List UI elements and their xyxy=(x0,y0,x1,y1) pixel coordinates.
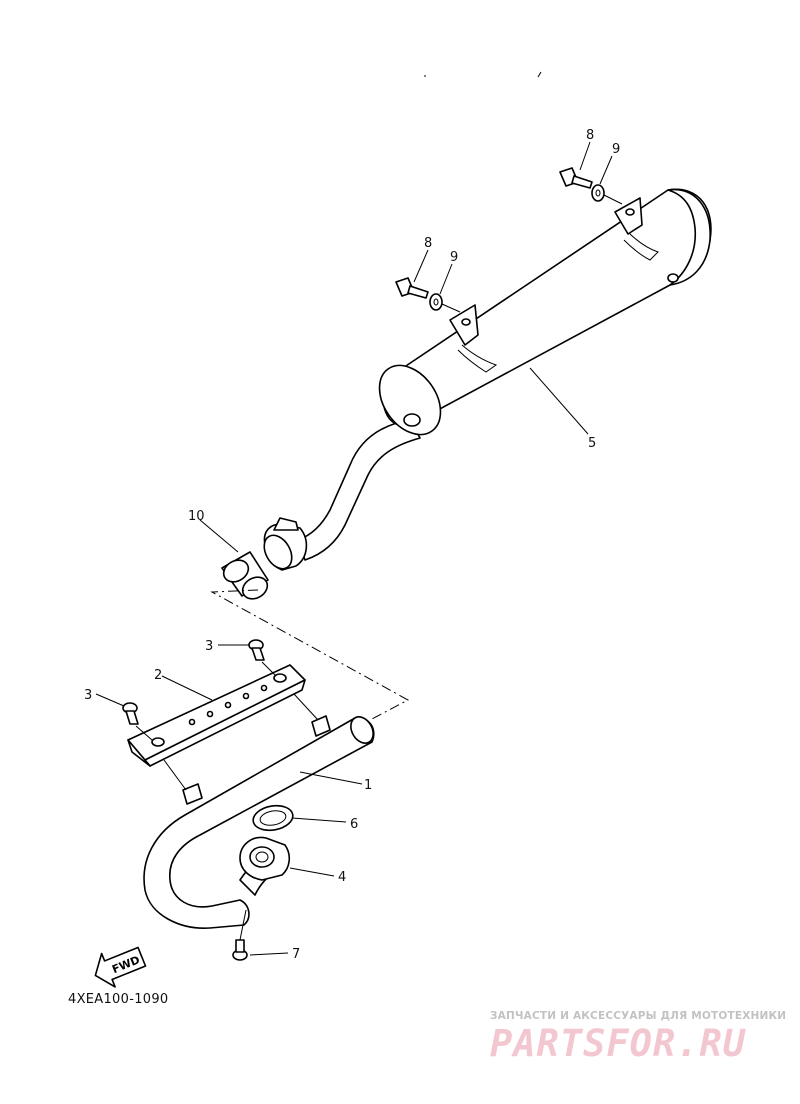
bolt-7-part[interactable] xyxy=(232,909,248,961)
callout-9-upper: 9 xyxy=(612,142,620,157)
callout-1: 1 xyxy=(364,778,372,793)
diagram-code: 4XEA100-1090 xyxy=(68,992,169,1007)
callout-8-upper: 8 xyxy=(586,128,594,143)
callout-5: 5 xyxy=(588,436,596,451)
callout-3-upper: 3 xyxy=(205,639,213,654)
callout-numbers: 8 9 8 9 5 10 3 2 3 1 6 4 7 xyxy=(84,128,620,962)
fastener-line-lower xyxy=(441,303,461,313)
bolt-8-lower[interactable] xyxy=(395,277,429,299)
gasket-sleeve-part[interactable] xyxy=(220,551,272,603)
heat-protector-part[interactable] xyxy=(127,664,306,767)
watermark-logo: PARTSFOR.RU xyxy=(490,1022,747,1065)
screw-3-upper[interactable] xyxy=(248,639,265,661)
assembly-dashed-line xyxy=(210,589,410,721)
fwd-arrow-icon: FWD xyxy=(94,946,147,988)
screw-line-upper xyxy=(261,661,277,677)
callout-9-lower: 9 xyxy=(450,250,458,265)
gasket-ring-part[interactable] xyxy=(251,803,295,834)
callout-7: 7 xyxy=(292,947,300,962)
callout-3-lower: 3 xyxy=(84,688,92,703)
flange-part[interactable] xyxy=(239,836,291,881)
bolt-8-upper[interactable] xyxy=(559,167,593,189)
washer-9-upper[interactable] xyxy=(591,184,605,202)
callout-4: 4 xyxy=(338,870,346,885)
fastener-line-upper xyxy=(603,194,623,205)
watermark-tagline: ЗАПЧАСТИ И АКСЕССУАРЫ ДЛЯ МОТОТЕХНИКИ xyxy=(490,1010,787,1022)
top-marks xyxy=(424,71,542,78)
callout-2: 2 xyxy=(154,668,162,683)
screw-3-lower[interactable] xyxy=(122,702,139,725)
callout-10: 10 xyxy=(188,509,205,524)
callout-8-lower: 8 xyxy=(424,236,432,251)
muffler-part[interactable] xyxy=(259,188,712,573)
callout-6: 6 xyxy=(350,817,358,832)
washer-9-lower[interactable] xyxy=(429,293,443,311)
leader-lines xyxy=(95,141,613,956)
screw-line-lower xyxy=(135,725,153,741)
